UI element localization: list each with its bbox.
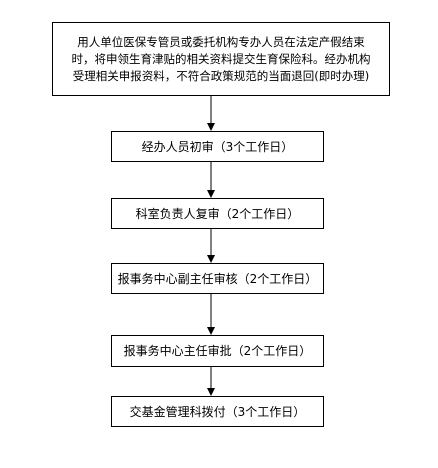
- flow-start-line-1: 用人单位医保专管员或委托机构专办人员在法定产假结束: [77, 34, 365, 49]
- flow-start-box: 用人单位医保专管员或委托机构专办人员在法定产假结束 时，将申领生育津贴的相关资料…: [52, 22, 390, 96]
- flow-step-5-label: 交基金管理科拨付（3个工作日）: [129, 404, 306, 419]
- flow-step-2-label: 科室负责人复审（2个工作日）: [135, 206, 300, 221]
- flow-step-3-box: 报事务中心副主任审核（2个工作日）: [111, 263, 324, 294]
- flow-step-1-box: 经办人员初审（3个工作日）: [111, 131, 324, 162]
- flow-step-4-label: 报事务中心主任审批（2个工作日）: [123, 344, 312, 358]
- flow-step-1-label: 经办人员初审（3个工作日）: [141, 139, 294, 154]
- flow-step-5-box: 交基金管理科拨付（3个工作日）: [111, 396, 324, 427]
- flow-start-line-3: 受理相关申报资料，不符合政策规范的当面退回(即时办理): [72, 68, 370, 83]
- flow-start-line-2: 时，将申领生育津贴的相关资料提交生育保险科。经办机构: [71, 51, 371, 66]
- flow-step-2-box: 科室负责人复审（2个工作日）: [111, 198, 324, 229]
- flow-step-4-box: 报事务中心主任审批（2个工作日）: [111, 335, 324, 367]
- flow-step-3-label: 报事务中心副主任审核（2个工作日）: [117, 271, 318, 286]
